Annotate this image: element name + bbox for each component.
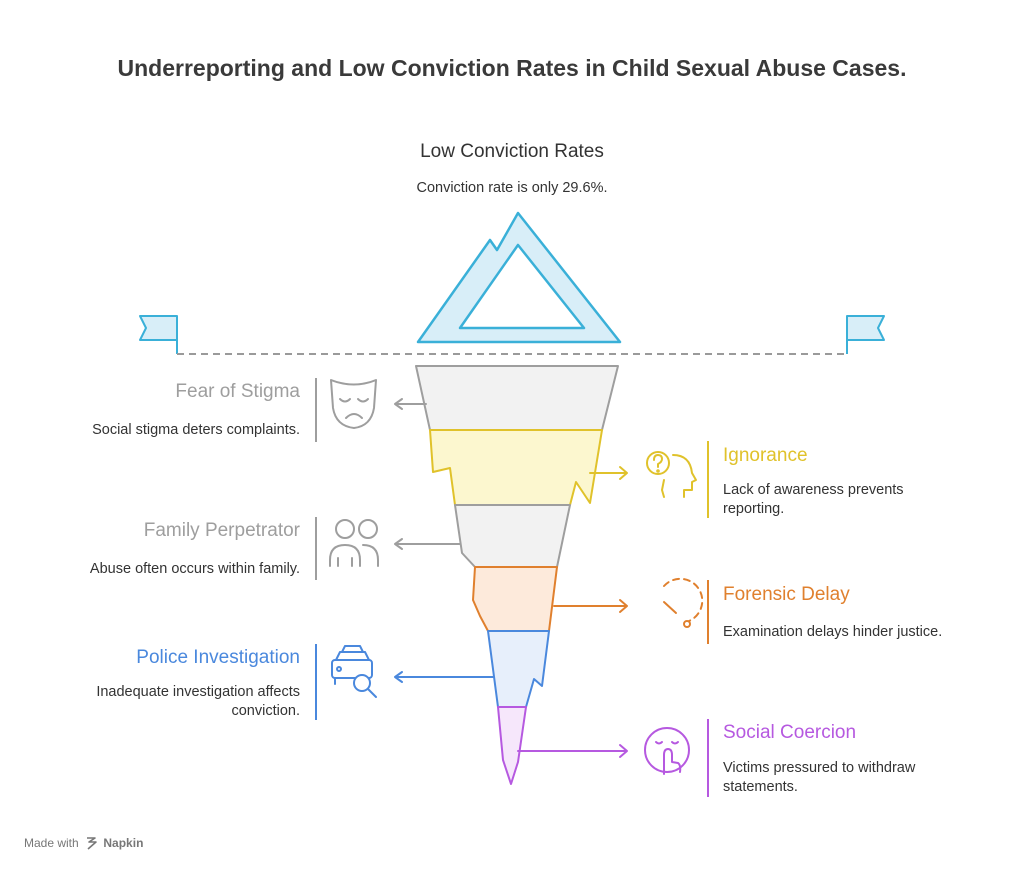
coercion-description: Victims pressured to withdraw statements… [723,760,916,795]
police-heading: Police Investigation [136,647,300,668]
funnel-layer-forensic [472,566,558,632]
connector-coercion [517,744,628,758]
left-flag-icon [139,315,178,354]
connector-police [394,671,494,683]
connector-ignorance [589,466,628,480]
question-head-icon [646,451,697,498]
timer-icon [663,577,704,628]
mountain-peak-icon [416,211,622,344]
family-heading: Family Perpetrator [143,520,300,541]
connector-family [394,538,461,550]
coercion-heading: Social Coercion [723,722,857,743]
napkin-logo-icon [87,837,97,850]
ignorance-heading: Ignorance [723,445,808,466]
funnel-layer-police [487,630,550,708]
forensic-heading: Forensic Delay [723,584,850,605]
diagram-title: Underreporting and Low Conviction Rates … [117,55,907,81]
top-heading: Low Conviction Rates [420,141,604,162]
family-description: Abuse often occurs within family. [89,561,300,577]
funnel-layer-ignorance [429,429,603,506]
footer-brand: Napkin [103,836,144,850]
connector-stigma [394,398,427,410]
funnel-layer-stigma [415,365,619,431]
connector-forensic [553,599,628,613]
ignorance-description: Lack of awareness prevents reporting. [723,482,904,517]
funnel-layer-coercion [497,706,527,785]
stigma-description: Social stigma deters complaints. [92,422,300,438]
police-description: Inadequate investigation affects convict… [96,684,300,719]
footer-credit[interactable]: Made with Napkin [24,836,143,850]
forensic-description: Examination delays hinder justice. [723,624,943,640]
police-car-search-icon [331,645,377,698]
right-flag-icon [846,315,885,354]
sad-mask-icon [330,379,377,429]
top-description: Conviction rate is only 29.6%. [416,180,608,196]
footer-prefix: Made with [24,836,79,850]
funnel-layer-family [454,504,571,568]
stigma-heading: Fear of Stigma [175,381,300,402]
family-icon [329,519,379,567]
silence-gesture-icon [644,727,690,775]
